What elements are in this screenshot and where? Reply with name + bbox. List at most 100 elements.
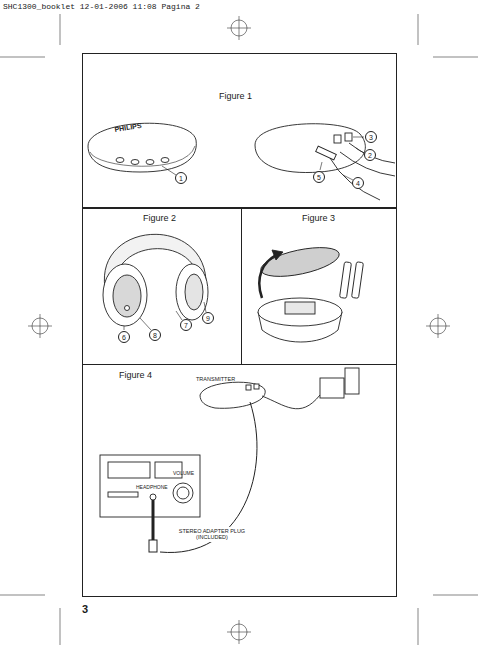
headphones bbox=[103, 234, 208, 326]
crop-mark bbox=[433, 57, 478, 58]
transmitter-front bbox=[146, 160, 154, 165]
crop-mark bbox=[418, 608, 419, 645]
callout-number: 2 bbox=[364, 149, 376, 161]
power-adapter bbox=[320, 378, 344, 398]
leader-line bbox=[124, 302, 206, 330]
headphones bbox=[113, 275, 141, 317]
amplifier bbox=[108, 462, 150, 478]
crop-mark bbox=[0, 595, 45, 596]
callout-number: 7 bbox=[180, 319, 192, 331]
figure-title: Figure 4 bbox=[119, 370, 152, 380]
amplifier bbox=[108, 492, 138, 497]
leader-line bbox=[343, 175, 353, 180]
registration-mark bbox=[28, 16, 450, 644]
battery-compartment bbox=[340, 262, 352, 299]
power-adapter bbox=[262, 368, 359, 409]
figure-panel: Figure 4 bbox=[82, 364, 397, 597]
callout-number: 6 bbox=[118, 331, 130, 343]
leader-line bbox=[320, 162, 322, 170]
amplifier bbox=[100, 455, 200, 517]
transmitter-front bbox=[90, 146, 195, 166]
leader-line bbox=[356, 148, 364, 153]
battery-compartment bbox=[258, 242, 341, 282]
crop-mark bbox=[433, 595, 478, 596]
transmitter-back bbox=[349, 143, 395, 163]
callout-number-text: 6 bbox=[122, 334, 126, 341]
crop-mark bbox=[60, 608, 61, 645]
leader-line bbox=[204, 302, 206, 312]
figure-title: Figure 3 bbox=[302, 213, 335, 223]
callout-number-text: 1 bbox=[179, 175, 183, 182]
battery-compartment bbox=[259, 254, 278, 298]
battery-compartment bbox=[258, 298, 342, 326]
transmitter-front bbox=[161, 158, 169, 163]
registration-mark bbox=[438, 314, 439, 338]
amplifier bbox=[177, 487, 189, 499]
registration-mark bbox=[227, 632, 251, 633]
callout-number: 4 bbox=[352, 177, 364, 189]
battery-compartment bbox=[258, 242, 363, 342]
text-label: VOLUME bbox=[173, 471, 194, 477]
leader-line bbox=[140, 318, 151, 330]
callout-number: 8 bbox=[149, 329, 161, 341]
amplifier bbox=[150, 494, 156, 500]
text-label: STEREO ADAPTER PLUG (INCLUDED) bbox=[174, 527, 250, 542]
figure-title: Figure 2 bbox=[143, 213, 176, 223]
amplifier bbox=[100, 455, 200, 517]
transmitter-front bbox=[88, 123, 196, 172]
text-label: 3 bbox=[82, 603, 88, 616]
headphones bbox=[103, 264, 147, 326]
registration-mark bbox=[40, 314, 41, 338]
callout-number-text: 9 bbox=[206, 315, 210, 322]
transmitter-back bbox=[334, 135, 341, 143]
transmitter-front bbox=[116, 158, 124, 163]
callout-number: 1 bbox=[175, 172, 187, 184]
leader-line bbox=[176, 311, 182, 320]
transmitter-back bbox=[316, 146, 337, 160]
headphones bbox=[125, 306, 130, 311]
transmitter-front bbox=[131, 160, 139, 165]
leader-line bbox=[320, 137, 364, 180]
text-label: TRANSMITTER bbox=[196, 376, 235, 382]
headphones bbox=[185, 274, 203, 310]
registration-mark bbox=[227, 28, 251, 29]
audio-cable bbox=[149, 402, 257, 552]
amplifier bbox=[173, 483, 193, 503]
transmitter bbox=[246, 385, 251, 390]
transmitter bbox=[254, 384, 259, 389]
audio-cable bbox=[149, 540, 157, 552]
callout-number-text: 3 bbox=[369, 134, 373, 141]
callout-number-text: 8 bbox=[153, 332, 157, 339]
text-label: SHC1300_booklet 12-01-2006 11:08 Pagina … bbox=[3, 2, 200, 11]
crop-mark bbox=[0, 57, 45, 58]
figure-title: Figure 1 bbox=[219, 91, 252, 101]
battery-compartment bbox=[272, 250, 283, 260]
transmitter bbox=[200, 382, 265, 408]
battery-compartment bbox=[285, 302, 315, 314]
leader-line bbox=[124, 326, 125, 330]
crop-mark bbox=[60, 14, 61, 45]
callout-number: 9 bbox=[202, 312, 214, 324]
callout-number-text: 5 bbox=[317, 174, 321, 181]
transmitter-back bbox=[330, 158, 380, 200]
power-adapter bbox=[262, 395, 320, 409]
transmitter-back bbox=[255, 124, 365, 173]
leader-line bbox=[353, 137, 364, 138]
transmitter bbox=[200, 382, 265, 408]
callout-number: 5 bbox=[313, 171, 325, 183]
callout-number: 3 bbox=[365, 131, 377, 143]
leader-line bbox=[162, 166, 176, 175]
headphones bbox=[176, 264, 208, 320]
transmitter-front bbox=[88, 123, 196, 172]
text-label: HEADPHONE bbox=[136, 485, 168, 491]
callout-number-text: 7 bbox=[184, 322, 188, 329]
audio-cable bbox=[160, 402, 257, 552]
figure-panel: Figure 3 bbox=[241, 208, 397, 365]
transmitter-back bbox=[345, 133, 352, 141]
crop-mark bbox=[0, 14, 478, 645]
transmitter-back bbox=[255, 124, 395, 200]
power-adapter bbox=[345, 368, 359, 394]
audio-cable bbox=[152, 500, 155, 546]
figure-panel: Figure 2 9 7 8 6 bbox=[82, 208, 242, 365]
